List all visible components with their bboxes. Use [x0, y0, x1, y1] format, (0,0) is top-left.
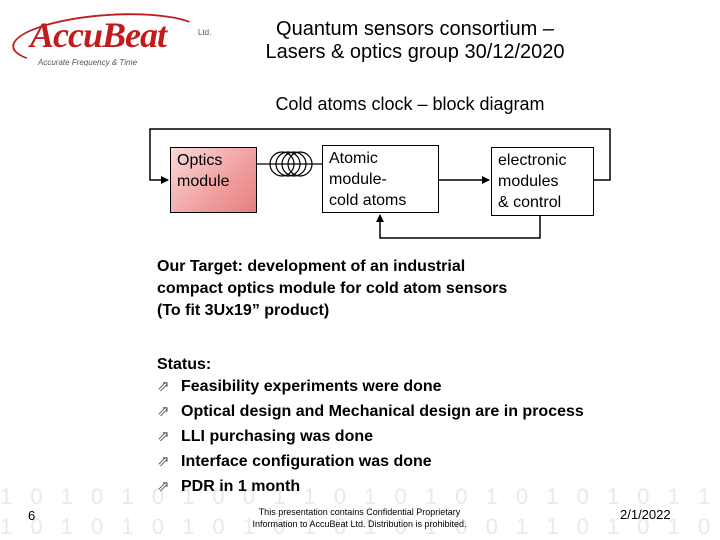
title-line-2: Lasers & optics group 30/12/2020 — [265, 41, 565, 63]
status-item: ⇗ Interface configuration was done — [157, 451, 597, 473]
hollow-arrow-icon: ⇗ — [157, 403, 170, 420]
target-line-2: compact optics module for cold atom sens… — [157, 280, 508, 297]
electronic-box-line-3: & control — [498, 194, 562, 211]
page-number: 6 — [28, 508, 36, 523]
binary-decoration-bottom: 1 0 1 0 1 0 1 0 1 0 1 0 1 0 1 0 0 1 1 0 … — [0, 514, 720, 539]
logo-tagline: Accurate Frequency & Time — [38, 58, 138, 67]
optics-box-line-1: Optics — [177, 152, 223, 169]
hollow-arrow-icon: ⇗ — [157, 453, 170, 470]
logo-ltd: Ltd. — [198, 28, 212, 37]
electronic-box-line-2: modules — [498, 173, 559, 190]
status-item-text: Optical design and Mechanical design are… — [181, 403, 584, 420]
accubeat-logo: AccuBeat Ltd. Accurate Frequency & Time — [10, 7, 215, 73]
target-statement: Our Target: development of an industrial… — [157, 256, 577, 322]
fiber-coil-icon — [257, 151, 322, 177]
title-line-1: Quantum sensors consortium – — [276, 18, 554, 40]
electronic-modules-box: electronic modules & control — [491, 147, 594, 216]
footer-date: 2/1/2022 — [620, 507, 671, 522]
diagram-heading: Cold atoms clock – block diagram — [275, 94, 545, 114]
status-section: Status: ⇗ Feasibility experiments were d… — [157, 354, 597, 501]
electronic-box-line-1: electronic — [498, 152, 567, 169]
target-line-1: Our Target: development of an industrial — [157, 258, 466, 275]
confidentiality-note: This presentation contains Confidential … — [232, 506, 487, 530]
atomic-box-line-3: cold atoms — [329, 192, 407, 209]
logo-wordmark: AccuBeat — [30, 15, 167, 55]
target-line-3: (To fit 3Ux19” product) — [157, 302, 330, 319]
slide-title: Quantum sensors consortium – Lasers & op… — [215, 18, 615, 64]
confidentiality-line-1: This presentation contains Confidential … — [258, 507, 461, 517]
status-item-text: PDR in 1 month — [181, 478, 301, 495]
binary-decoration-top: 1 0 1 0 1 0 1 0 0 1 1 0 1 0 1 0 1 0 1 0 … — [0, 484, 720, 509]
feedback-loop-line — [149, 128, 611, 184]
status-item: ⇗ PDR in 1 month — [157, 476, 597, 498]
hollow-arrow-icon: ⇗ — [157, 478, 170, 495]
status-item-text: Feasibility experiments were done — [181, 378, 442, 395]
hollow-arrow-icon: ⇗ — [157, 428, 170, 445]
electronics-to-atomic-loop — [376, 214, 541, 239]
status-item-text: LLI purchasing was done — [181, 428, 374, 445]
optics-module-box: Optics module — [170, 147, 257, 213]
atomic-box-line-2: module- — [329, 171, 387, 188]
status-heading: Status: — [157, 356, 212, 373]
atomic-box-line-1: Atomic — [329, 150, 378, 167]
optics-box-line-2: module — [177, 173, 230, 190]
status-item: ⇗ LLI purchasing was done — [157, 426, 597, 448]
hollow-arrow-icon: ⇗ — [157, 378, 170, 395]
atomic-module-box: Atomic module- cold atoms — [322, 145, 439, 213]
status-item: ⇗ Feasibility experiments were done — [157, 376, 597, 398]
confidentiality-line-2: Information to AccuBeat Ltd. Distributio… — [252, 519, 467, 529]
status-item-text: Interface configuration was done — [181, 453, 432, 470]
status-item: ⇗ Optical design and Mechanical design a… — [157, 401, 597, 423]
